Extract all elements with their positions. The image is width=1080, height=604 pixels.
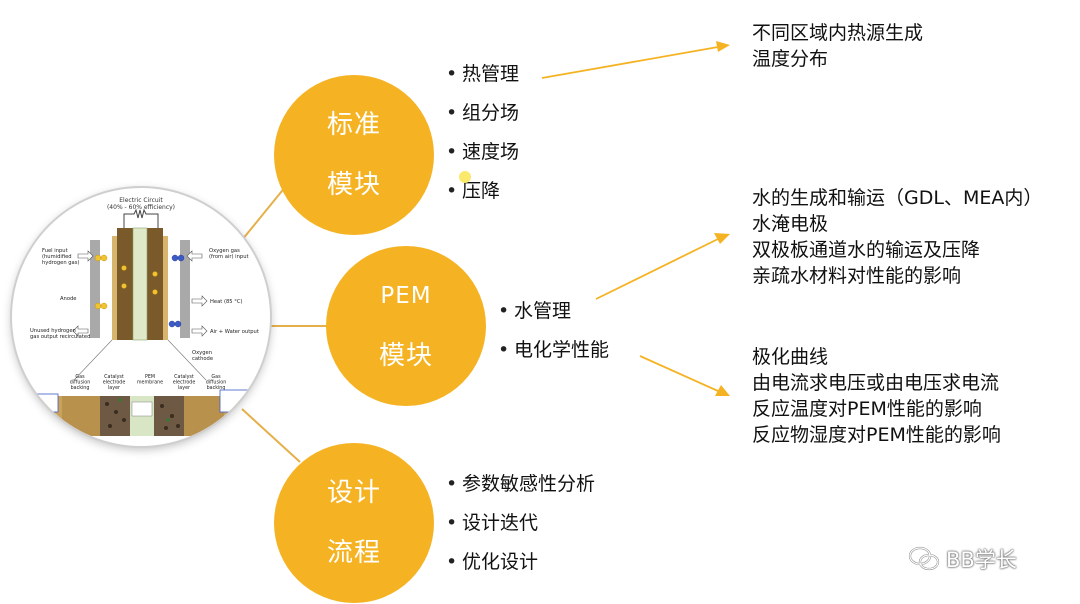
node-design-line1: 设计 — [326, 478, 381, 508]
node-standard-line2: 模块 — [326, 170, 381, 200]
water-desc-line: 双极板通道水的输运及压降 — [752, 239, 981, 261]
node-standard-module: 标准 模块 — [274, 75, 434, 235]
cursor-highlight-dot — [459, 171, 471, 183]
wechat-icon — [908, 546, 940, 571]
bullet-water-management: 水管理 — [498, 301, 609, 321]
standard-bullets: 热管理 组分场 速度场 压降 — [446, 64, 519, 220]
node-design-process: 设计 流程 — [274, 443, 434, 603]
electrochem-desc-line: 反应温度对PEM性能的影响 — [752, 398, 982, 420]
bullet-iteration: 设计迭代 — [446, 513, 595, 533]
bullet-thermal: 热管理 — [446, 64, 519, 84]
node-pem-line2: 模块 — [378, 341, 433, 371]
bullet-optimization: 优化设计 — [446, 552, 595, 572]
oxygen-input-label: Oxygen gas(from air) input — [209, 248, 249, 260]
pem-bullets: 水管理 电化学性能 — [498, 301, 609, 379]
water-output-label: Air + Water output — [210, 329, 259, 335]
heat-label: Heat (85 °C) — [210, 299, 242, 305]
electrochem-desc-line: 极化曲线 — [752, 346, 829, 368]
design-bullets: 参数敏感性分析 设计迭代 优化设计 — [446, 474, 595, 591]
node-pem-module: PEM 模块 — [326, 246, 486, 406]
bullet-velocity: 速度场 — [446, 142, 519, 162]
thermal-desc-line: 不同区域内热源生成 — [752, 22, 924, 44]
watermark-text: BB学长 — [946, 548, 1017, 572]
electrochem-desc-line: 由电流求电压或由电压求电流 — [752, 372, 1000, 394]
bullet-species: 组分场 — [446, 103, 519, 123]
fuel-cell-diagram: Electric Circuit (40% - 60% efficiency) — [12, 188, 270, 446]
bullet-sensitivity: 参数敏感性分析 — [446, 474, 595, 494]
water-desc-line: 水的生成和输运（GDL、MEA内） — [752, 187, 1043, 209]
electrochem-description: 极化曲线 由电流求电压或由电压求电流 反应温度对PEM性能的影响 反应物湿度对P… — [752, 344, 1001, 448]
node-pem-line1: PEM — [380, 283, 432, 309]
circuit-label: Electric Circuit — [119, 197, 163, 204]
water-description: 水的生成和输运（GDL、MEA内） 水淹电极 双极板通道水的输运及压降 亲疏水材… — [752, 185, 1042, 289]
watermark: BB学长 — [908, 544, 1017, 574]
node-design-line2: 流程 — [326, 538, 381, 568]
anode-label: Anode — [60, 296, 77, 302]
thermal-description: 不同区域内热源生成 温度分布 — [752, 20, 923, 72]
electrochem-desc-line: 反应物湿度对PEM性能的影响 — [752, 424, 1001, 446]
bullet-pressure-drop: 压降 — [446, 181, 519, 201]
water-desc-line: 水淹电极 — [752, 213, 829, 235]
node-standard-line1: 标准 — [326, 110, 381, 140]
thermal-desc-line: 温度分布 — [752, 48, 829, 70]
efficiency-label: (40% - 60% efficiency) — [107, 204, 175, 211]
water-desc-line: 亲疏水材料对性能的影响 — [752, 265, 962, 287]
bullet-electrochemical: 电化学性能 — [498, 340, 609, 360]
